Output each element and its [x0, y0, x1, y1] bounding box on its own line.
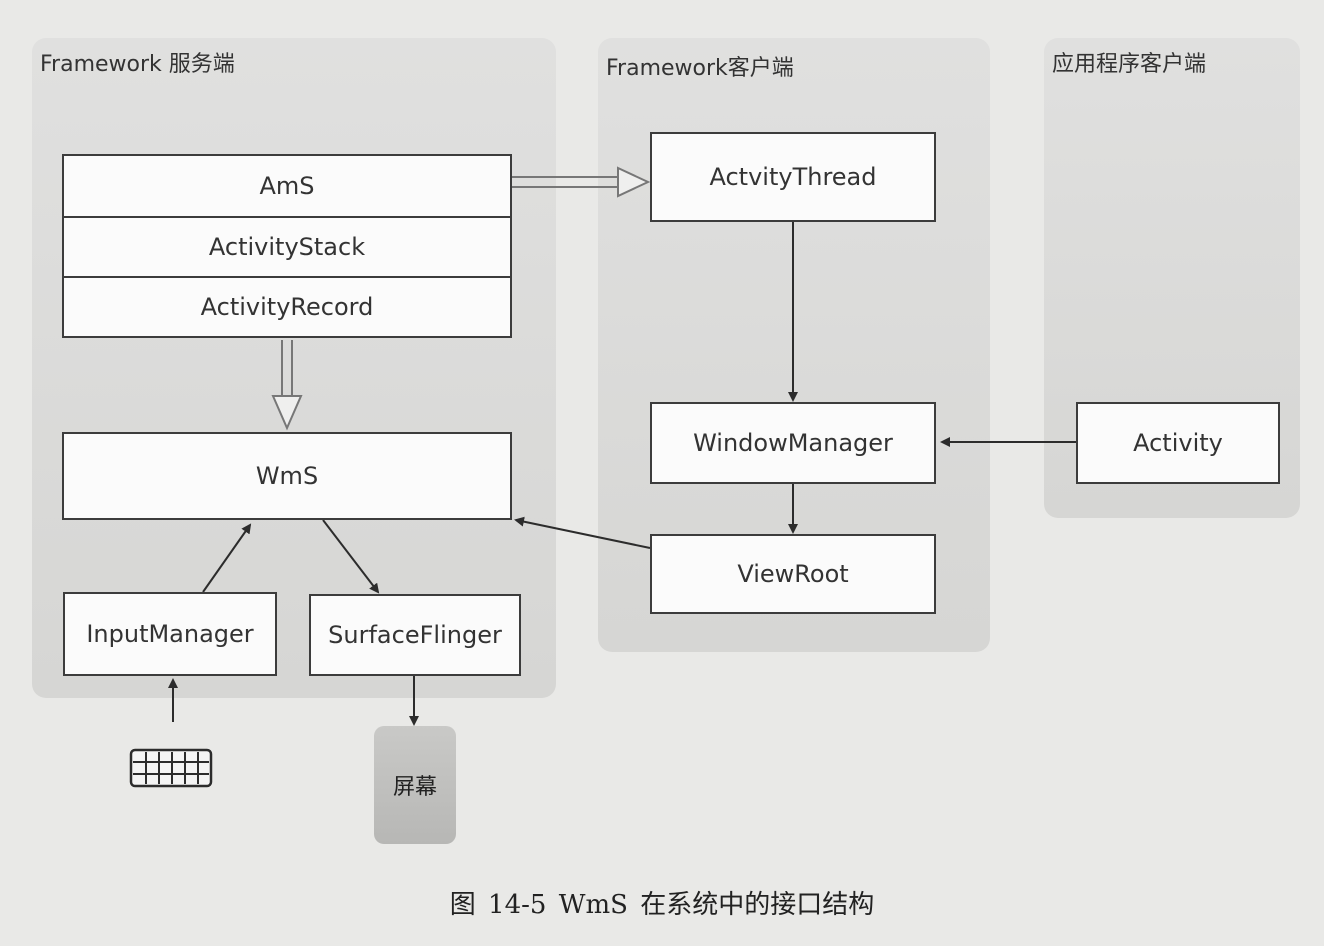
- inputmanager-to-wms-arrow: [202, 523, 252, 593]
- activitythread-box: ActvityThread: [650, 132, 936, 222]
- activitystack-label: ActivityStack: [64, 216, 510, 276]
- client-panel-title: Framework客户端: [606, 56, 794, 81]
- viewroot-box: ViewRoot: [650, 534, 936, 614]
- keyboard-icon: [129, 748, 213, 788]
- wms-box: WmS: [62, 432, 512, 520]
- viewroot-to-wms-arrow: [514, 516, 651, 549]
- server-panel: [32, 38, 556, 698]
- inputmanager-box: InputManager: [63, 592, 277, 676]
- surfaceflinger-box: SurfaceFlinger: [309, 594, 521, 676]
- server-panel-title: Framework 服务端: [40, 52, 235, 77]
- screen-device: 屏幕: [374, 726, 456, 844]
- app-panel-title: 应用程序客户端: [1052, 52, 1207, 77]
- wms-to-surfaceflinger-arrow: [322, 519, 380, 594]
- activityrecord-label: ActivityRecord: [64, 276, 510, 336]
- ams-to-wms-arrow: [271, 340, 303, 431]
- figure-caption: 图 14-5 WmS 在系统中的接口结构: [449, 890, 875, 920]
- ams-label: AmS: [259, 172, 315, 200]
- ams-to-activitythread-arrow: [512, 166, 651, 198]
- ams-stack: AmS ActivityStack ActivityRecord: [62, 154, 512, 338]
- windowmanager-box: WindowManager: [650, 402, 936, 484]
- activity-box: Activity: [1076, 402, 1280, 484]
